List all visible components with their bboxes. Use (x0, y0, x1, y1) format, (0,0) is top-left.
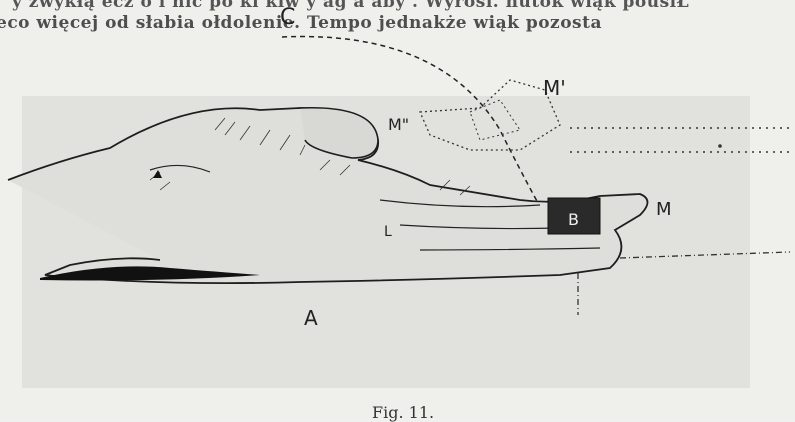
axis-line-right (620, 252, 790, 258)
label-c: C (280, 5, 295, 30)
hand-position-m-prime (420, 80, 560, 150)
hand-position-m-prime-inner (470, 100, 520, 140)
label-l: L (384, 224, 392, 240)
label-m: M (656, 199, 672, 220)
label-m-double: M" (388, 115, 409, 134)
label-m-prime: M' (543, 76, 566, 100)
dot-mark (718, 144, 722, 148)
figure-caption: Fig. 11. (372, 403, 434, 422)
label-a: A (304, 306, 318, 330)
label-b: B (568, 210, 579, 229)
